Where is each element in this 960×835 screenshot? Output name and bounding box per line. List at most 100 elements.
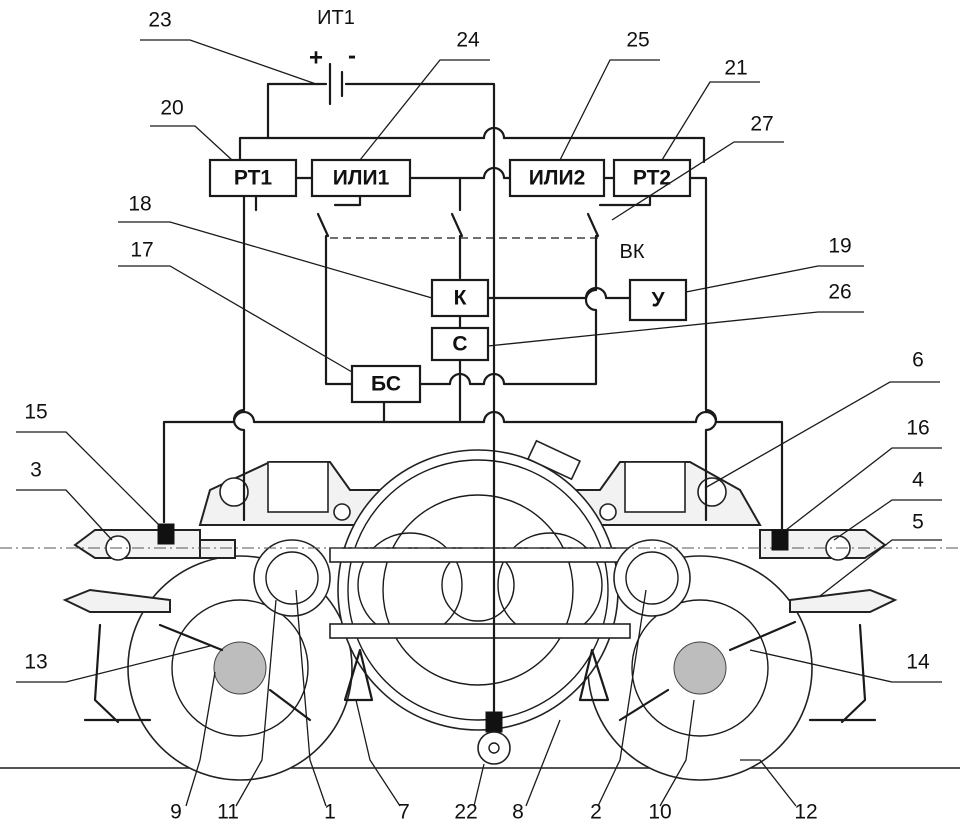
wire-rt2-contact: [598, 194, 652, 207]
axle-right: [673, 641, 727, 695]
callout-9: 9: [170, 801, 182, 824]
callout-12: 12: [794, 801, 817, 824]
axle-left: [213, 641, 267, 695]
leader-11: [235, 599, 277, 807]
callout-18: 18: [128, 193, 151, 216]
wire-contact27-down: [508, 234, 598, 386]
leader-8: [525, 719, 561, 807]
axle-box-left: [267, 461, 329, 513]
leader-10: [659, 699, 695, 807]
leader-22: [473, 763, 485, 807]
bearing-left: [253, 539, 331, 617]
block-k-label: К: [454, 287, 467, 310]
leader-4: [833, 499, 942, 541]
callout-19: 19: [828, 235, 851, 258]
brake-rod-left: [62, 588, 171, 613]
leader-23: [140, 39, 317, 85]
wire-k-u: [486, 286, 632, 300]
callout-8: 8: [512, 801, 524, 824]
brake-shoe-left: [83, 623, 152, 724]
brake-rod-right: [789, 588, 898, 613]
callout-11: 11: [217, 801, 239, 824]
wire-crossover-top: [482, 126, 506, 140]
bearing-right: [613, 539, 691, 617]
callout-7: 7: [398, 801, 410, 824]
wire-battery-left: [266, 82, 328, 140]
leader-27: [611, 141, 784, 221]
motor-beam: [329, 547, 631, 563]
wire-contact18-bs: [324, 234, 354, 386]
leader-5: [819, 539, 942, 597]
callout-27: 27: [750, 113, 773, 136]
leader-26: [487, 311, 864, 347]
traction-motor-inner: [347, 459, 609, 721]
block-ili2: ИЛИ2: [508, 158, 606, 198]
block-u: У: [628, 278, 688, 322]
sensor-16: [771, 529, 789, 551]
leader-14: [749, 649, 942, 683]
contact-27: [586, 212, 600, 238]
spring-left-lower: [268, 688, 312, 722]
block-ili1-label: ИЛИ1: [333, 167, 390, 190]
block-s: С: [430, 326, 490, 362]
motor-ring: [382, 494, 574, 686]
leader-6: [704, 381, 940, 489]
callout-20: 20: [160, 97, 183, 120]
vk-label: ВК: [620, 241, 645, 263]
leader-15: [16, 431, 161, 527]
callout-2: 2: [590, 801, 602, 824]
callout-23: 23: [148, 9, 171, 32]
traction-motor: [337, 449, 619, 731]
leader-12: [740, 759, 797, 807]
leader-24: [359, 59, 490, 161]
leader-1: [295, 589, 327, 807]
leader-2: [597, 589, 647, 807]
callout-22: 22: [454, 801, 477, 824]
block-rt1-label: РТ1: [234, 167, 273, 190]
callout-6: 6: [912, 349, 924, 372]
pivot-right: [697, 477, 727, 507]
callout-4: 4: [912, 469, 924, 492]
rivet-right: [599, 503, 617, 521]
leader-13: [16, 645, 211, 683]
block-bs: БС: [350, 364, 422, 404]
wire-ili1-contact: [333, 194, 362, 207]
spring-right-lower: [618, 688, 670, 722]
callout-15: 15: [24, 401, 47, 424]
callout-numbers: 23 24 25 21 20 27 18 19 17 26 6 15 16 3 …: [24, 9, 930, 824]
link-arm-left: [343, 648, 374, 702]
sensor-22-axis: [488, 742, 500, 754]
block-ili1: ИЛИ1: [310, 158, 412, 198]
callout-16: 16: [906, 417, 929, 440]
bearing-right-inner: [625, 551, 679, 605]
callout-24: 24: [456, 29, 480, 52]
leader-16: [785, 447, 942, 531]
pivot-left: [219, 477, 249, 507]
callout-3: 3: [30, 459, 42, 482]
frame-end-left: [199, 539, 236, 559]
block-u-label: У: [651, 289, 665, 312]
sensor-22-wheel: [477, 731, 511, 765]
wheel-right-hub: [631, 599, 769, 737]
callout-26: 26: [828, 281, 851, 304]
block-s-label: С: [452, 333, 467, 356]
bearing-left-inner: [265, 551, 319, 605]
motor-terminal: [526, 439, 582, 481]
block-bs-label: БС: [371, 373, 401, 396]
leader-9: [185, 671, 216, 807]
wire-bs-right: [418, 372, 512, 386]
leader-19: [685, 265, 864, 293]
block-rt1: РТ1: [208, 158, 298, 198]
leader-7: [355, 699, 401, 807]
link-arm-right: [578, 648, 610, 702]
rivet-left: [333, 503, 351, 521]
wire-rt1-down: [232, 194, 246, 522]
contact-mid: [450, 212, 464, 238]
block-ili2-label: ИЛИ2: [529, 167, 586, 190]
callout-13: 13: [24, 651, 47, 674]
wheel-left-hub: [171, 599, 309, 737]
callout-5: 5: [912, 511, 924, 534]
battery-plus-sign: +: [309, 45, 323, 72]
